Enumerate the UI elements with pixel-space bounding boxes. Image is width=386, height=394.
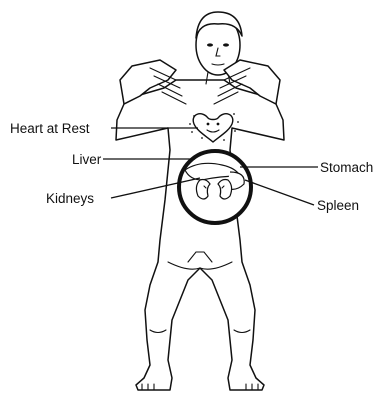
label-liver: Liver — [72, 152, 102, 167]
label-stomach: Stomach — [320, 160, 373, 175]
left-kidney — [196, 180, 210, 200]
label-spleen: Spleen — [317, 198, 359, 213]
spleen-leader — [245, 180, 314, 205]
right-kidney — [218, 180, 232, 200]
right-eye — [223, 43, 229, 46]
organ-circle — [179, 151, 251, 223]
left-eye — [207, 43, 213, 46]
label-heart: Heart at Rest — [10, 121, 90, 136]
label-kidneys: Kidneys — [46, 191, 94, 206]
